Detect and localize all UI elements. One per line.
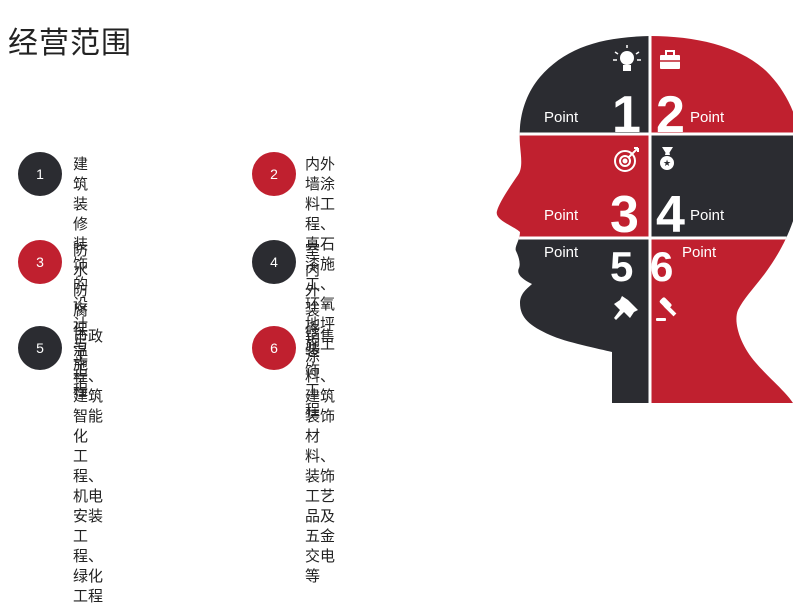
item-text: 室内外装修装饰工程: [305, 241, 321, 419]
item-text: 内外墙涂料工程、真石 漆施工、环氧地坪施工: [305, 155, 336, 353]
point-label-3: Point: [544, 207, 579, 224]
point-label-2: Point: [690, 109, 725, 126]
item-text: 防水防腐保温工程: [73, 241, 89, 399]
point-number-3: 3: [610, 186, 639, 244]
point-label-1: Point: [544, 109, 579, 126]
point-number-1: 1: [612, 86, 641, 144]
lightbulb-icon: [613, 45, 641, 71]
svg-text:★: ★: [663, 159, 671, 169]
item-number-badge: 1: [18, 152, 62, 196]
item-number-badge: 2: [252, 152, 296, 196]
item-number-badge: 5: [18, 326, 62, 370]
gavel-icon: [656, 297, 677, 321]
point-label-6: Point: [682, 244, 717, 261]
point-label-5: Point: [544, 244, 579, 261]
target-icon: [614, 147, 639, 172]
medal-icon: ★: [660, 147, 674, 170]
item-number-badge: 4: [252, 240, 296, 284]
point-number-6: 6: [650, 243, 673, 290]
head-illustration: Point Point Point Point Point Point 1 2 …: [496, 36, 793, 403]
point-number-4: 4: [656, 186, 685, 244]
point-label-4: Point: [690, 207, 725, 224]
point-number-2: 2: [656, 86, 685, 144]
item-text: 建筑装修装饰的设计与 施工: [73, 155, 89, 393]
item-number-badge: 6: [252, 326, 296, 370]
point-number-5: 5: [610, 243, 633, 290]
item-number-badge: 3: [18, 240, 62, 284]
pushpin-icon: [614, 296, 638, 320]
briefcase-icon: [660, 50, 680, 69]
page-title: 经营范围: [8, 26, 132, 61]
